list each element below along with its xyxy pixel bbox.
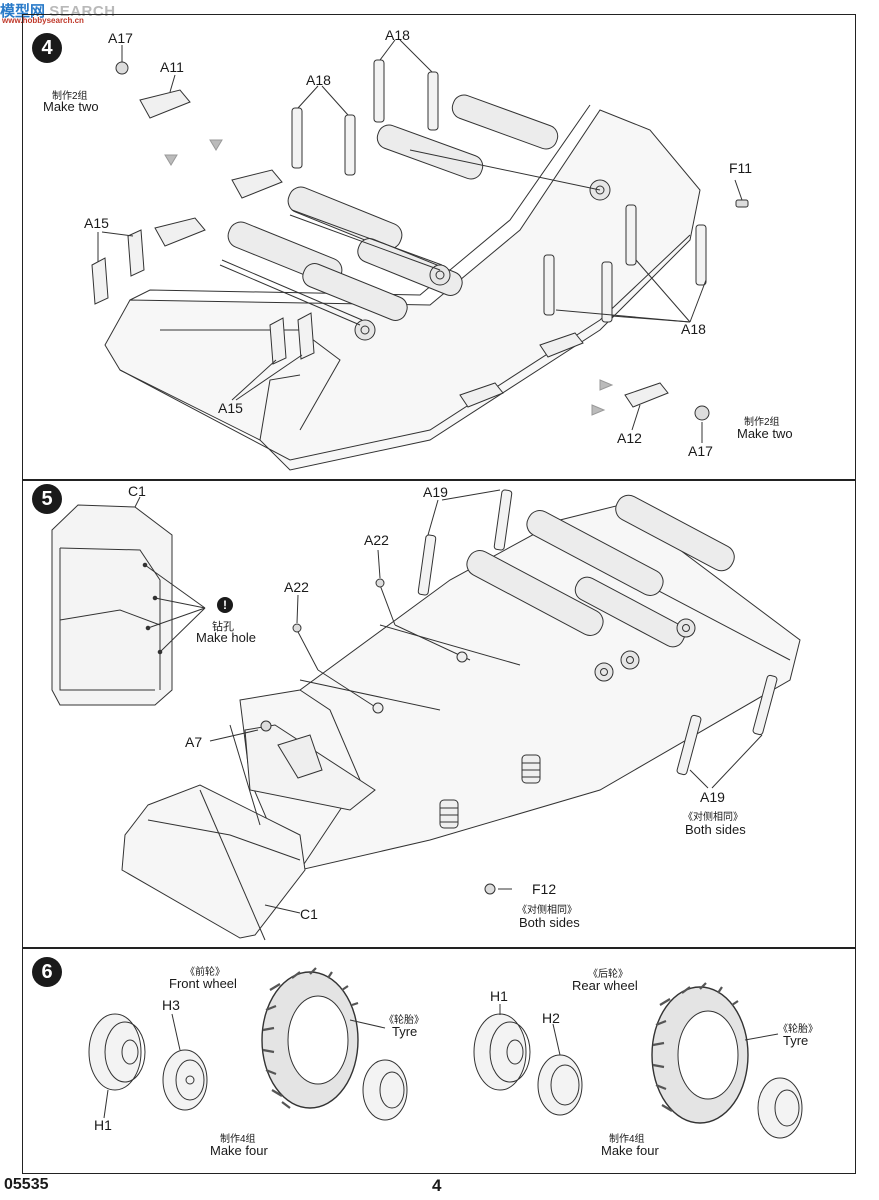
part-label-a11: A11 [160,59,184,75]
step6-drawing [88,967,803,1139]
part-label-h3: H3 [162,997,180,1013]
make-two-note-zh: 制作2组 [744,417,780,428]
rear-wheel-note: Rear wheel [572,978,638,993]
part-label-a18: A18 [306,72,331,88]
part-label-h1: H1 [490,988,508,1004]
step-5-panel [22,480,856,948]
product-code: 05535 [4,1176,49,1193]
part-label-a17: A17 [688,443,713,459]
rear-wheel-note-zh: 《后轮》 [588,969,628,980]
part-label-f11: F11 [729,160,753,176]
page-number: 4 [432,1176,442,1195]
make-four-note-zh: 制作4组 [220,1134,256,1145]
part-label-c1: C1 [300,906,318,922]
both-sides-note: Both sides [685,822,746,837]
tyre-note: Tyre [392,1024,418,1039]
tyre-note: Tyre [783,1033,809,1048]
step4-chassis-drawing [91,39,749,471]
make-hole-note: Make hole [196,630,256,645]
part-label-c1: C1 [128,483,146,499]
make-four-note: Make four [210,1143,268,1158]
make-two-note-zh: 制作2组 [52,91,88,102]
part-label-a7: A7 [185,734,203,750]
part-label-h1: H1 [94,1117,112,1133]
both-sides-note: Both sides [519,915,580,930]
make-two-note: Make two [43,99,99,114]
part-label-a17: A17 [108,30,133,46]
part-label-a12: A12 [617,430,642,446]
both-sides-note-zh: 《对侧相同》 [517,905,577,916]
part-label-a18: A18 [681,321,706,337]
step-6-number: 6 [32,957,62,987]
step-4-panel [22,14,856,480]
watermark-url: www.hobbysearch.cn [2,16,84,25]
watermark-search: SEARCH [49,3,116,20]
front-wheel-note: Front wheel [169,976,237,991]
make-hole-note-zh: 钻孔 [212,621,234,633]
tyre-note-zh: 《轮胎》 [778,1024,818,1035]
part-label-a22: A22 [284,579,309,595]
drill-icon: ! [217,597,233,613]
make-four-note: Make four [601,1143,659,1158]
part-label-a15: A15 [84,215,109,231]
part-label-f12: F12 [532,881,557,897]
part-label-a19: A19 [423,484,448,500]
step-6-panel [22,948,856,1174]
part-label-a15: A15 [218,400,243,416]
part-label-a18: A18 [385,27,410,43]
make-four-note-zh: 制作4组 [609,1134,645,1145]
part-label-h2: H2 [542,1010,560,1026]
make-two-note: Make two [737,426,793,441]
both-sides-note-zh: 《对侧相同》 [683,812,743,823]
step-4-number: 4 [32,33,62,63]
tyre-note-zh: 《轮胎》 [384,1015,424,1026]
watermark: 模型网 SEARCH [0,0,116,21]
front-wheel-note-zh: 《前轮》 [185,967,225,978]
step5-drawing [51,489,801,941]
part-label-a19: A19 [700,789,725,805]
step-5-number: 5 [32,484,62,514]
watermark-brand: 模型网 [0,3,46,20]
part-label-a22: A22 [364,532,389,548]
